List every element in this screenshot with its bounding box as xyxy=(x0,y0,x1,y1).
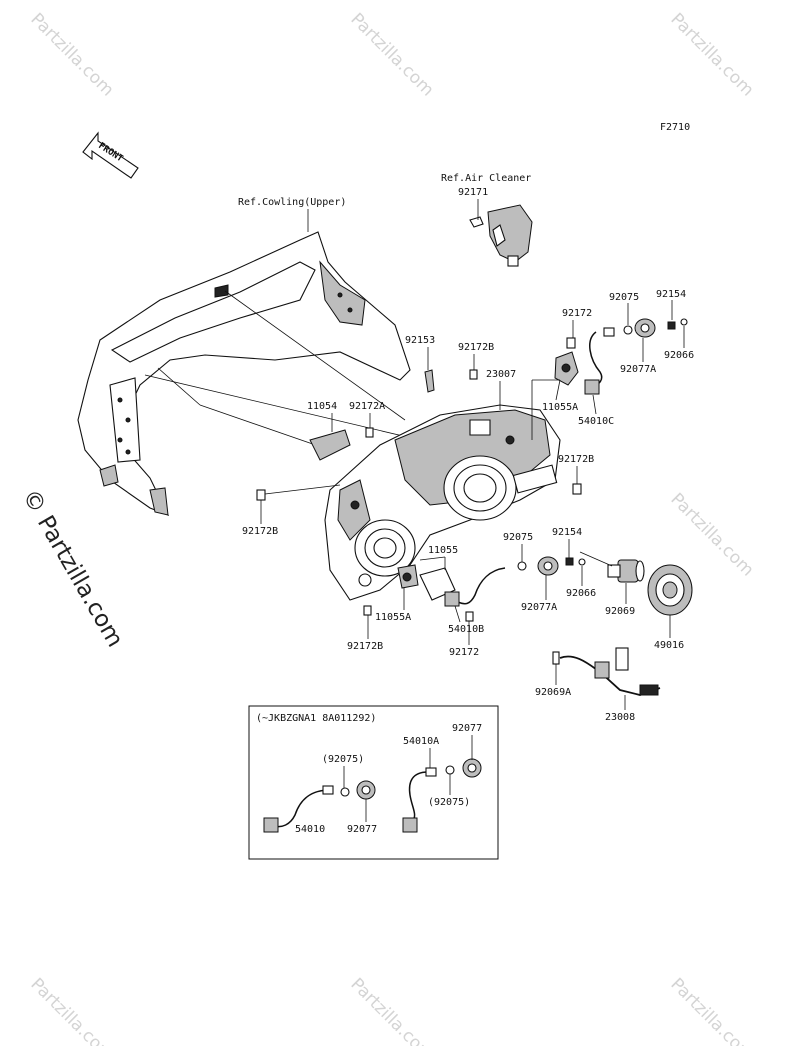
cowling-upper-part xyxy=(77,231,411,517)
part-label-92153: 92153 xyxy=(405,335,435,346)
part-label-11055: 11055 xyxy=(428,545,458,556)
part-label-92154-top: 92154 xyxy=(656,289,686,300)
bracket-11054-part xyxy=(309,427,374,461)
bracket-11055a-top-part xyxy=(554,337,579,386)
watermark-text: Partzilla.com xyxy=(666,9,757,100)
watermark-text: Partzilla.com xyxy=(666,974,757,1046)
part-label-92172b-right: 92172B xyxy=(558,454,594,465)
watermark-text: Partzilla.com xyxy=(26,9,117,100)
part-label-92154-mid: 92154 xyxy=(552,527,582,538)
part-label-92172b-left: 92172B xyxy=(242,526,278,537)
part-label-92066-top: 92066 xyxy=(664,350,694,361)
watermark-text: Partzilla.com xyxy=(26,974,117,1046)
part-label-23008: 23008 xyxy=(605,712,635,723)
part-label-23007: 23007 xyxy=(486,369,516,380)
sensor-54010-part xyxy=(263,780,376,833)
ref-cowling-upper-label: Ref.Cowling(Upper) xyxy=(238,197,346,208)
part-label-92171: 92171 xyxy=(458,187,488,198)
part-label-92172-top: 92172 xyxy=(562,308,592,319)
air-cleaner-part xyxy=(469,204,533,267)
part-label-92069: 92069 xyxy=(605,606,635,617)
watermark-text: Partzilla.com xyxy=(666,489,757,580)
part-label-92172b-top: 92172B xyxy=(458,342,494,353)
sensor-54010a-part xyxy=(402,758,482,833)
part-label-92075-mid: 92075 xyxy=(503,532,533,543)
front-arrow-icon: FRONT xyxy=(82,131,139,179)
inset-label-92075-right: (92075) xyxy=(428,797,470,808)
part-label-54010c: 54010C xyxy=(578,416,614,427)
part-label-92069a: 92069A xyxy=(535,687,571,698)
sensor-54010b-part xyxy=(444,567,506,607)
ref-air-cleaner-label: Ref.Air Cleaner xyxy=(441,173,531,184)
part-label-11055a-top: 11055A xyxy=(542,402,578,413)
inset-label-54010a: 54010A xyxy=(403,736,439,747)
harness-23008-part xyxy=(552,647,661,696)
part-label-92066-mid: 92066 xyxy=(566,588,596,599)
part-label-49016: 49016 xyxy=(654,640,684,651)
inset-header: (~JKBZGNA1 8A011292) xyxy=(256,713,376,724)
part-label-92172b-bottom: 92172B xyxy=(347,641,383,652)
inset-label-92075-left: (92075) xyxy=(322,754,364,765)
bulb-92069-part xyxy=(607,559,645,583)
sensor-54010c-part xyxy=(584,327,615,395)
cap-92077a-top-part xyxy=(623,318,688,338)
inset-label-92077-right: 92077 xyxy=(452,723,482,734)
cover-49016-part xyxy=(647,564,693,616)
watermark-text: Partzilla.com xyxy=(346,974,437,1046)
screw-92153-part xyxy=(424,369,435,393)
washer-92075-mid-part xyxy=(517,561,527,571)
inset-label-92077-left: 92077 xyxy=(347,824,377,835)
part-label-92172a: 92172A xyxy=(349,401,385,412)
part-label-92077a-top: 92077A xyxy=(620,364,656,375)
figure-code: F2710 xyxy=(660,122,690,133)
part-label-11054: 11054 xyxy=(307,401,337,412)
inset-label-54010: 54010 xyxy=(295,824,325,835)
watermark-text: Partzilla.com xyxy=(346,9,437,100)
part-label-92172-bottom: 92172 xyxy=(449,647,479,658)
headlight-assembly-part xyxy=(324,404,561,601)
inset-box: (~JKBZGNA1 8A011292) (92075) 54010 92077… xyxy=(248,705,499,860)
part-label-11055a-bottom: 11055A xyxy=(375,612,411,623)
part-label-92077a-mid: 92077A xyxy=(521,602,557,613)
watermark-side-text: © Partzilla.com xyxy=(17,485,128,652)
part-label-54010b: 54010B xyxy=(448,624,484,635)
part-label-92075-top: 92075 xyxy=(609,292,639,303)
